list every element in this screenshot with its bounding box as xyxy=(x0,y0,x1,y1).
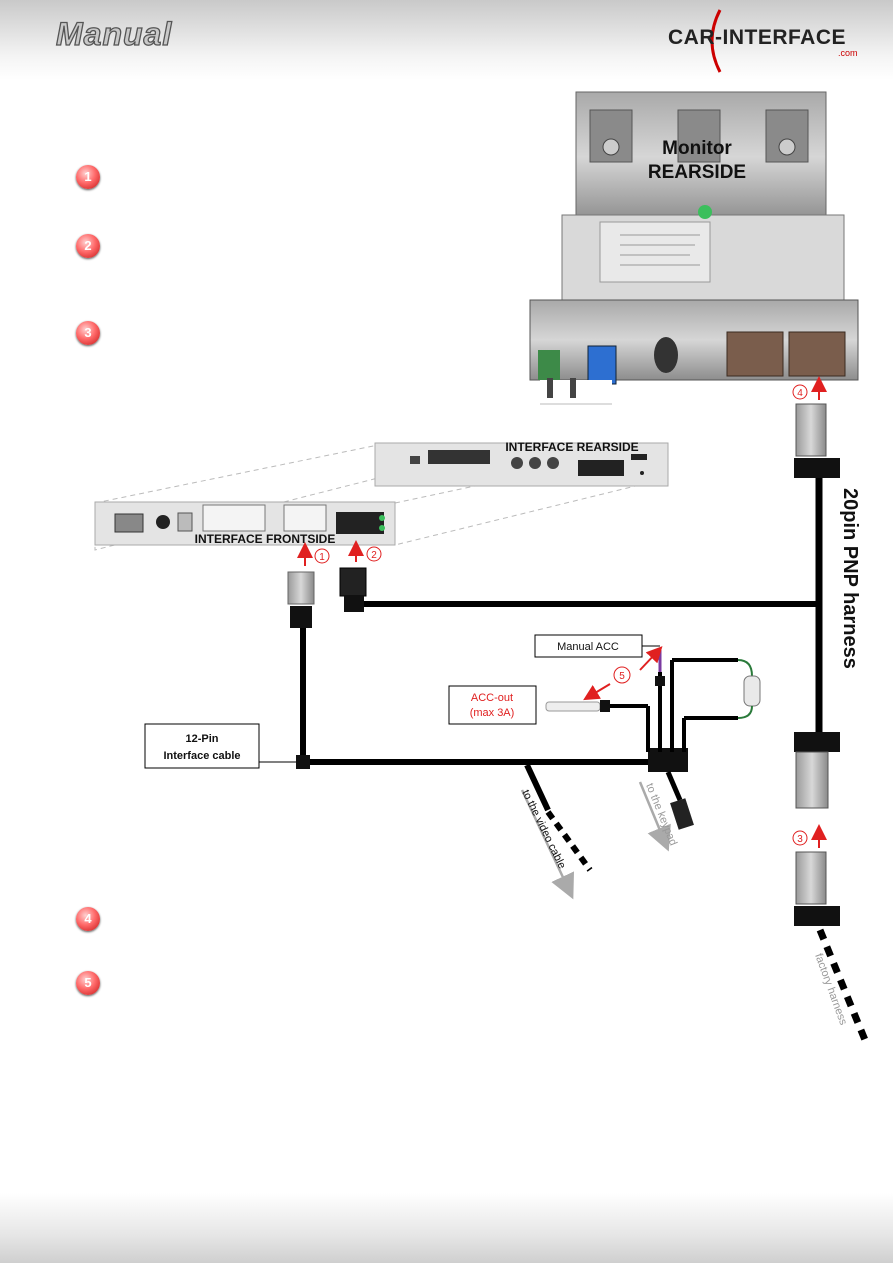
fuse-lead-bottom xyxy=(737,705,753,719)
acc-out-terminal xyxy=(545,701,601,712)
acc-out-callout xyxy=(448,685,537,725)
interface-frontside-label: INTERFACE FRONTSIDE xyxy=(195,532,336,546)
interface-cable-callout xyxy=(144,723,260,769)
marker-3-label: 3 xyxy=(797,834,803,845)
video-cable xyxy=(524,763,551,812)
harness-bottom-sleeve xyxy=(794,732,840,752)
manual-acc-label: Manual ACC xyxy=(557,641,619,653)
marker-2 xyxy=(366,546,382,562)
harness-bottom-connector xyxy=(795,751,829,809)
factory-cable xyxy=(816,928,869,1042)
keypad-connector xyxy=(670,798,694,830)
monitor-rearside-image xyxy=(529,91,859,405)
marker-2-label: 2 xyxy=(371,550,377,561)
acc-out-label-line1: ACC-out xyxy=(471,692,513,704)
marker-4 xyxy=(792,384,808,400)
acc-wire-sleeve xyxy=(655,676,665,686)
monitor-label-line1: Monitor xyxy=(662,138,732,159)
connector-12pin-sleeve xyxy=(290,606,312,628)
interface-cable-joint xyxy=(296,755,310,769)
monitor-label-line2: REARSIDE xyxy=(648,162,746,183)
page-title: Manual xyxy=(55,15,173,52)
harness-top-sleeve xyxy=(794,458,840,478)
arrow-5-down xyxy=(583,683,611,701)
marker-5-label: 5 xyxy=(619,671,625,682)
step-badge-5: 5 xyxy=(76,971,100,995)
acc-out-label-line2: (max 3A) xyxy=(470,707,515,719)
factory-connector xyxy=(795,851,827,905)
page-header xyxy=(0,0,893,80)
brand-logo: CAR-INTERFACE xyxy=(668,26,846,49)
step-badge-4: 4 xyxy=(76,907,100,931)
fuse-holder xyxy=(743,675,761,707)
marker-5 xyxy=(613,666,631,684)
interface-rearside-image xyxy=(374,442,669,487)
video-direction-arrow xyxy=(520,789,575,900)
brand-logo-suffix: .com xyxy=(838,48,858,58)
fuse-lead-top xyxy=(737,659,753,677)
marker-1 xyxy=(314,548,330,564)
manual-acc-callout xyxy=(534,634,643,658)
connector-12pin-plug xyxy=(287,571,315,605)
connector-power-sleeve xyxy=(344,596,364,612)
factory-harness-label: factory harness xyxy=(812,952,849,1027)
interface-cable-label-line2: Interface cable xyxy=(163,750,240,762)
factory-sleeve xyxy=(794,906,840,926)
keypad-cable xyxy=(665,771,683,801)
marker-1-label: 1 xyxy=(319,552,325,563)
interface-frontside-image xyxy=(94,501,396,546)
cable-junction xyxy=(648,748,688,772)
interface-rearside-label: INTERFACE REARSIDE xyxy=(505,440,638,454)
step-badge-3: 3 xyxy=(76,321,100,345)
arrow-5-up xyxy=(639,646,663,671)
step-badge-2: 2 xyxy=(76,234,100,258)
zoom-guide-left xyxy=(94,444,379,551)
connector-power-plug xyxy=(339,567,367,597)
marker-3 xyxy=(792,830,808,846)
page-footer xyxy=(0,1193,893,1263)
harness-top-connector xyxy=(795,403,827,457)
video-cable-continued xyxy=(545,810,593,872)
interface-cable-label-line1: 12-Pin xyxy=(185,733,218,745)
marker-4-label: 4 xyxy=(797,388,803,399)
keypad-direction-arrow xyxy=(638,781,671,852)
logo-arc-icon xyxy=(710,9,722,73)
step-badge-1: 1 xyxy=(76,165,100,189)
acc-out-sleeve xyxy=(600,700,610,712)
harness-label: 20pin PNP harness xyxy=(839,488,861,669)
